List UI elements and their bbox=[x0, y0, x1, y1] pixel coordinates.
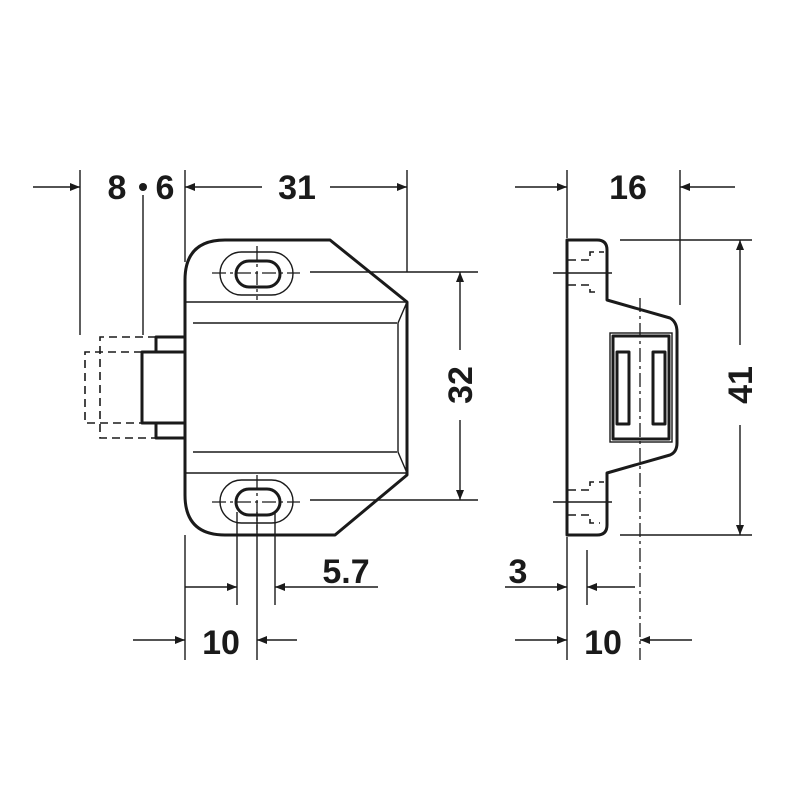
catch-body-outline bbox=[183, 238, 409, 537]
dim-6: 6 bbox=[156, 169, 175, 207]
dim-5-7: 5.7 bbox=[322, 553, 369, 591]
side-view: 16 41 3 10 bbox=[505, 169, 760, 662]
front-view: 8 6 31 32 5.7 10 bbox=[33, 169, 480, 662]
dim-8: 8 bbox=[108, 169, 127, 207]
top-mounting-slot bbox=[212, 246, 300, 300]
dim-32: 32 bbox=[442, 366, 480, 404]
dim-31: 31 bbox=[278, 169, 316, 207]
dim-10-side: 10 bbox=[584, 624, 622, 662]
side-body-outline bbox=[565, 238, 679, 537]
dim-3: 3 bbox=[509, 553, 528, 591]
dim-16: 16 bbox=[609, 169, 647, 207]
bottom-mounting-slot bbox=[212, 475, 300, 530]
hidden-screw-holes bbox=[553, 251, 612, 524]
magnet bbox=[609, 332, 673, 443]
dim-41: 41 bbox=[722, 366, 760, 404]
dim-10-front: 10 bbox=[202, 624, 240, 662]
plunger bbox=[84, 335, 187, 440]
